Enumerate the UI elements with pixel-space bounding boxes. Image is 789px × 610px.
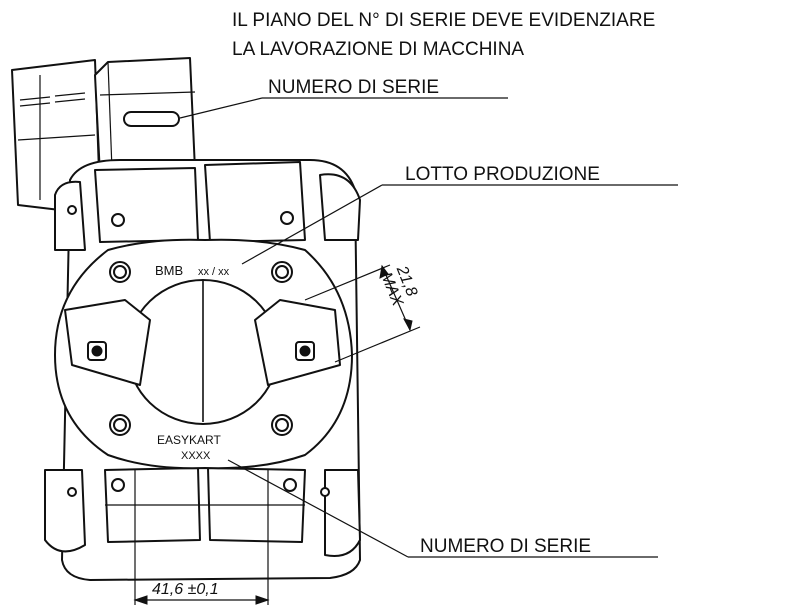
bolt-icon xyxy=(283,478,297,492)
mounting-hole-inner xyxy=(275,265,289,279)
callout-serial-bottom-label: NUMERO DI SERIE xyxy=(420,536,591,557)
callout-production-lot: LOTTO PRODUZIONE xyxy=(241,164,678,265)
mounting-hole-inner xyxy=(113,265,127,279)
bolt-icon xyxy=(111,478,125,492)
right-ear-top xyxy=(319,173,361,241)
right-pad-block-top xyxy=(204,161,306,243)
bolt-icon xyxy=(320,487,330,497)
bleed-screw-center xyxy=(91,345,103,357)
callout-serial-top-label: NUMERO DI SERIE xyxy=(268,77,439,98)
bolt-icon xyxy=(111,213,125,227)
dimension-width: 41,6 ±0,1 xyxy=(133,470,270,605)
mounting-hole-inner xyxy=(275,418,289,432)
lot-code-marking: xx / xx xyxy=(198,266,230,278)
caliper-front-plate xyxy=(54,238,353,470)
callout-production-lot-label: LOTTO PRODUZIONE xyxy=(405,164,600,185)
bolt-icon xyxy=(280,211,294,225)
callout-serial-top: NUMERO DI SERIE xyxy=(179,77,508,119)
left-ear-top xyxy=(54,180,86,251)
note-line-1: IL PIANO DEL N° DI SERIE DEVE EVIDENZIAR… xyxy=(232,10,655,31)
mounting-hole-inner xyxy=(113,418,127,432)
bolt-icon xyxy=(67,205,77,215)
left-pad-block-top xyxy=(94,167,199,243)
right-ear-bottom xyxy=(324,469,361,557)
left-ear-bottom xyxy=(44,469,86,553)
left-wing xyxy=(64,299,151,386)
bleed-screw-center xyxy=(299,345,311,357)
width-dimension-value: 41,6 ±0,1 xyxy=(152,581,219,598)
serial-code-marking: XXXX xyxy=(181,450,211,462)
brand-code-marking: BMB xyxy=(155,263,183,278)
bolt-icon xyxy=(67,487,77,497)
callout-serial-bottom: NUMERO DI SERIE xyxy=(227,459,658,558)
note-line-2: LA LAVORAZIONE DI MACCHINA xyxy=(232,39,524,60)
model-marking: EASYKART xyxy=(157,433,221,447)
serial-slot xyxy=(123,111,180,127)
